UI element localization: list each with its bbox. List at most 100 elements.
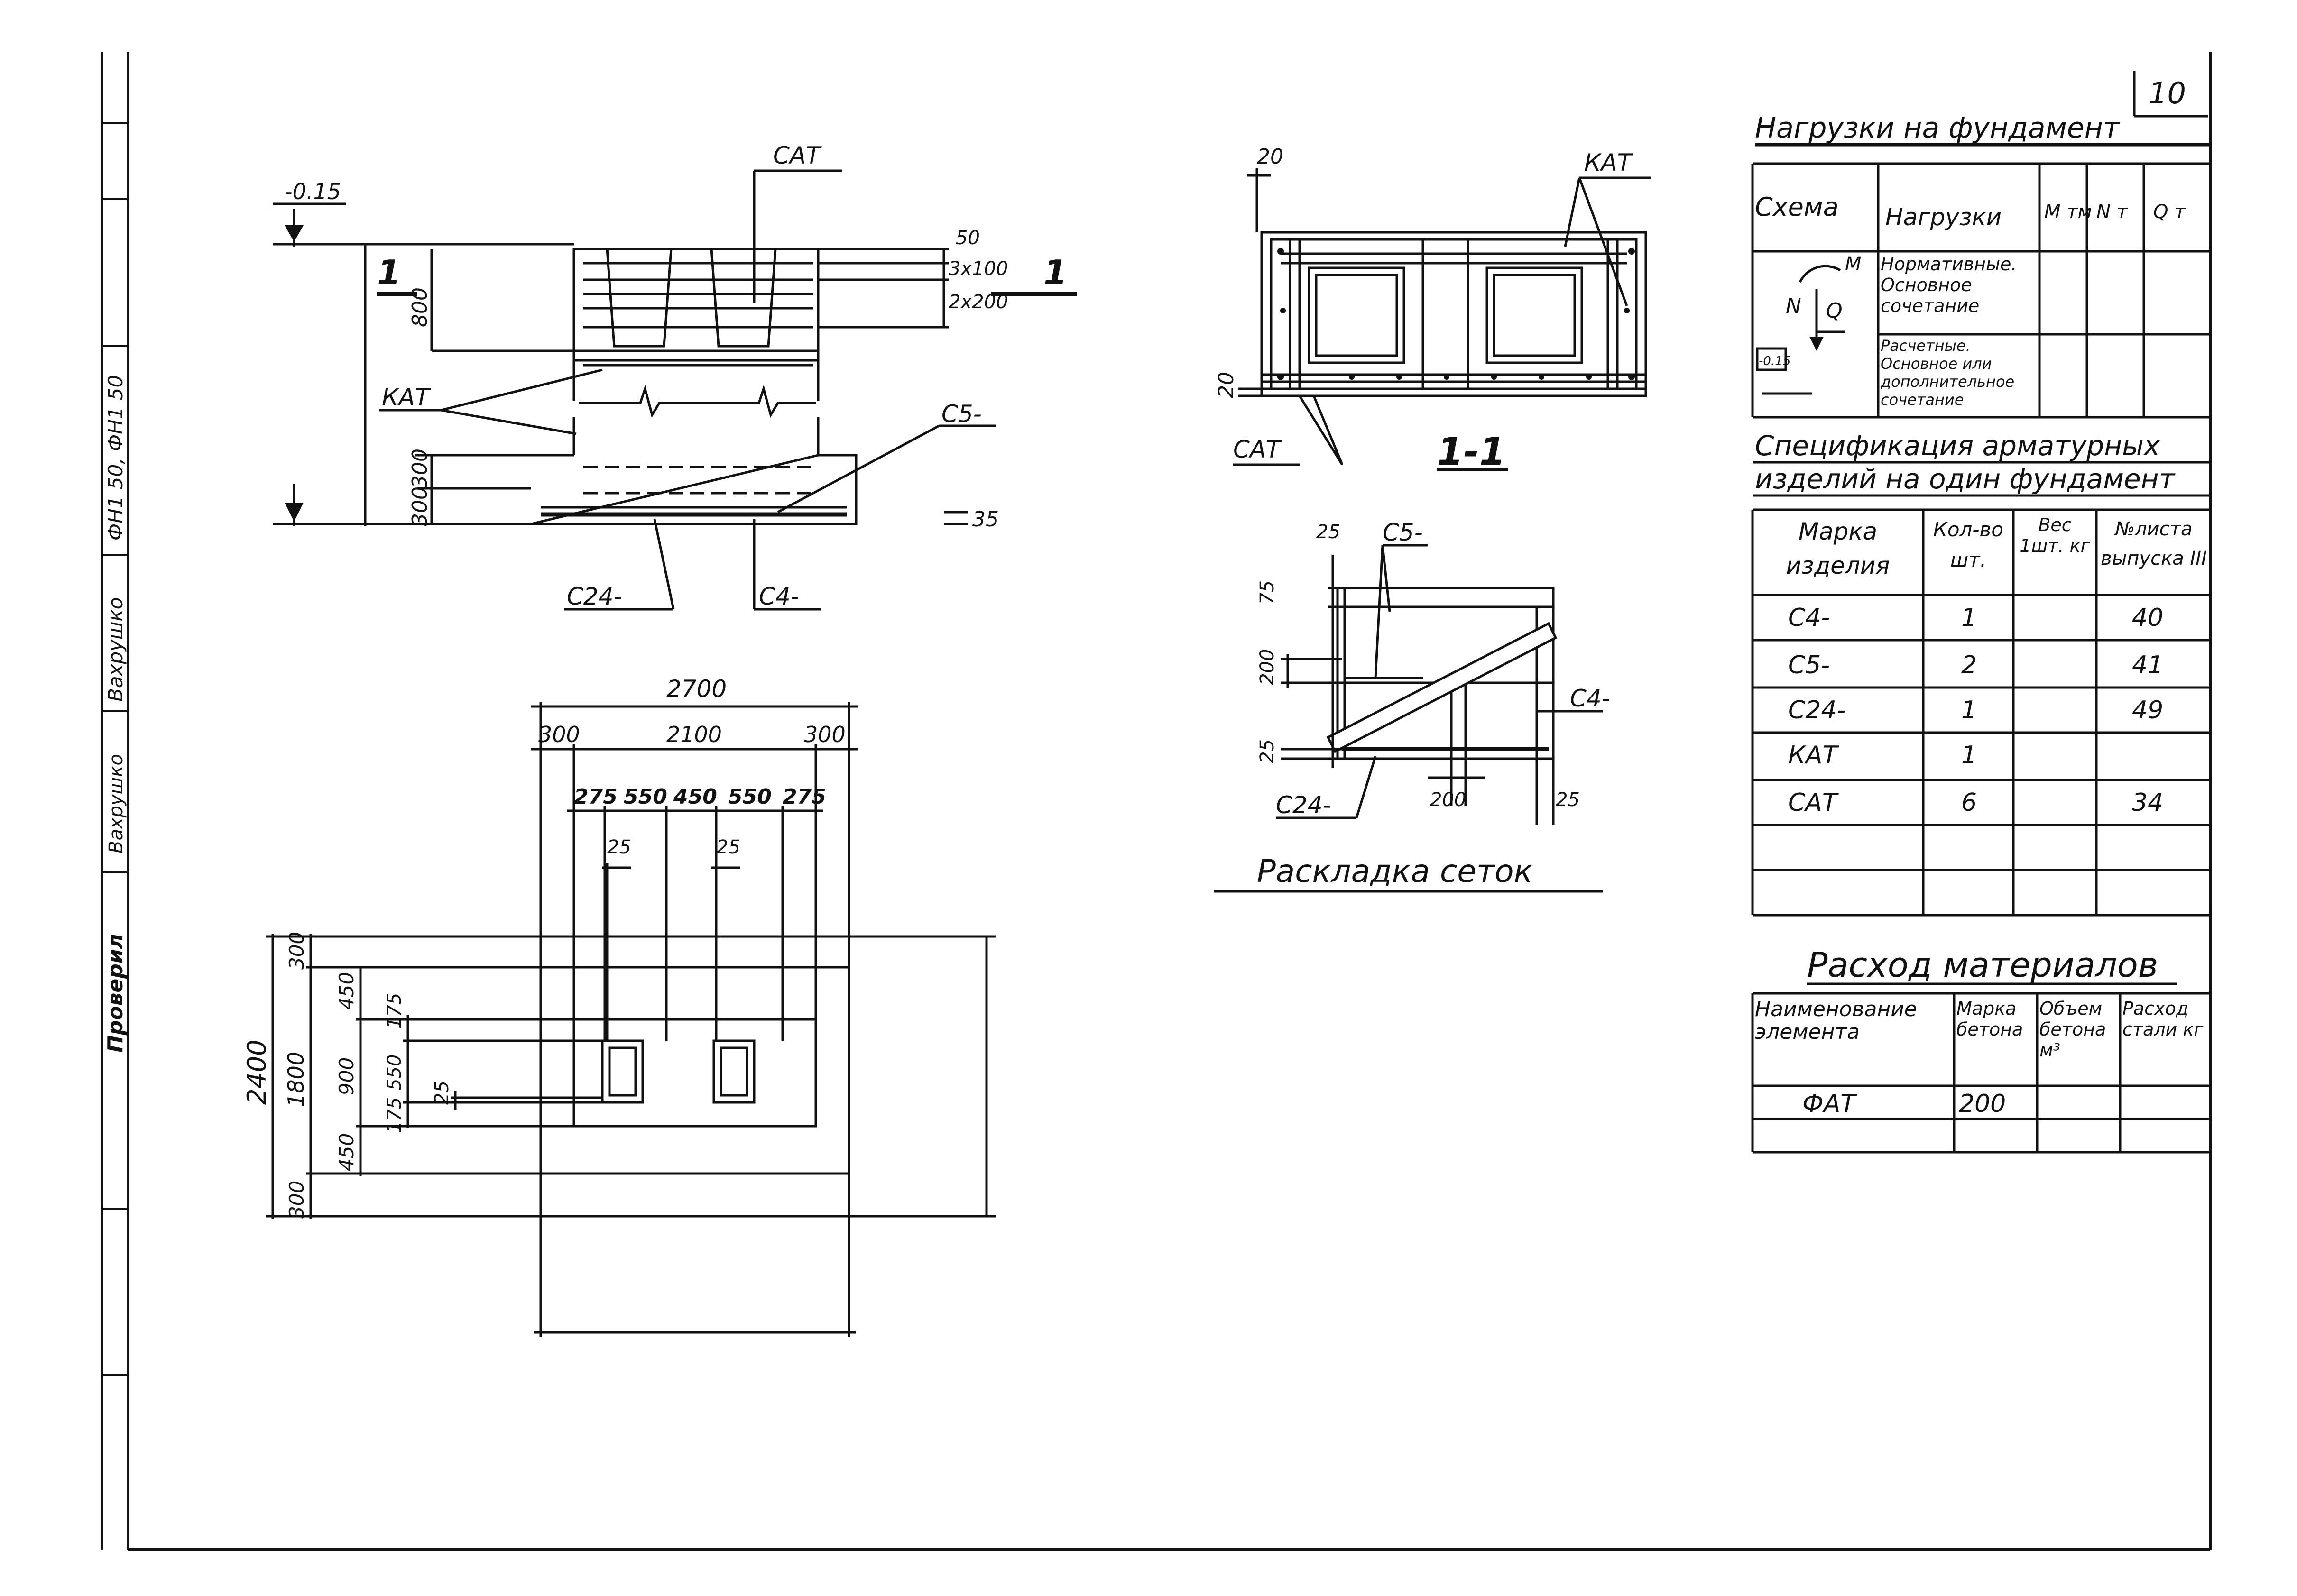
materials-row-name: ФАТ: [1802, 1090, 1857, 1118]
materials-row-grade: 200: [1959, 1090, 2006, 1118]
mesh-dim-200: 200: [1256, 649, 1278, 685]
loads-header-scheme: Схема: [1755, 192, 1839, 222]
spec-row-qty: 1: [1961, 696, 1977, 725]
dim-300-b: 300: [408, 486, 432, 526]
dim-3x100: 3x100: [949, 258, 1008, 280]
label-c4: С4-: [759, 583, 799, 610]
materials-header-steel: Расход стали кг: [2122, 998, 2204, 1040]
dim-800: 800: [408, 287, 432, 327]
dim-slot-a: 25: [607, 836, 631, 858]
spec-row-mark: С4-: [1788, 604, 1830, 632]
spec-header-mark: Марка изделия: [1786, 518, 1890, 579]
spec-table-text: Спецификация арматурных изделий на один …: [1755, 430, 2207, 817]
spec-row-qty: 1: [1961, 741, 1977, 770]
foundation-plan-text: 2700 300 2100 300 275 550 450 550 275 25…: [242, 675, 846, 1219]
spec-row-qty: 1: [1961, 604, 1977, 632]
spec-header-qty: Кол-во шт.: [1933, 518, 2003, 571]
mesh-dim-25-top: 25: [1316, 521, 1340, 543]
dim-overall-width: 2700: [666, 675, 727, 703]
spec-row-mark: С24-: [1788, 696, 1845, 725]
spec-header-sheet: №листа выпуска III: [2101, 518, 2207, 569]
loads-header-m: М тм: [2044, 201, 2092, 223]
spec-row-sheet: 49: [2132, 696, 2163, 725]
loads-row-design: Расчетные. Основное или дополнительное с…: [1881, 337, 2015, 409]
dim-overall-height: 2400: [242, 1040, 272, 1105]
foundation-plan: [266, 702, 996, 1337]
dim-detail-175-top: 175: [384, 993, 406, 1029]
mesh-layout-text: Раскладка сеток С5- С4- С24- 25 75 200 2…: [1256, 519, 1610, 890]
sheet-number-box: 10: [2133, 71, 2208, 118]
spec-table: [1751, 461, 2212, 917]
mesh-dim-25-right: 25: [1556, 789, 1580, 811]
scheme-q: Q: [1826, 299, 1843, 323]
spec-row-sheet: 34: [2132, 789, 2163, 817]
dim-inner-450-bottom: 450: [335, 1133, 358, 1171]
dim-slot-b: 25: [716, 836, 740, 858]
mesh-label-c4: С4-: [1570, 685, 1610, 712]
materials-title: Расход материалов: [1807, 945, 2158, 985]
scheme-n: N: [1786, 294, 1801, 318]
spec-row-qty: 2: [1961, 651, 1977, 679]
dim-50: 50: [956, 227, 980, 249]
dim-detail-175-bottom: 175: [384, 1097, 406, 1133]
section-1-1-dots: [1277, 248, 1635, 380]
dim-left-20: 20: [1214, 372, 1238, 398]
name-1: Вахрушко: [104, 597, 127, 702]
label-c24: С24-: [567, 583, 622, 610]
spec-row-mark: САТ: [1788, 789, 1839, 817]
label-sat: САТ: [773, 142, 822, 169]
dim-small-25: 25: [431, 1081, 453, 1105]
side-strip: Проверил Вахрушко Вахрушко ФН1 50, ФН1 5…: [102, 122, 128, 1053]
dim-height-300-top: 300: [285, 932, 308, 970]
checked-label: Проверил: [103, 934, 128, 1053]
dim-detail-550: 550: [384, 1055, 406, 1091]
mesh-dim-200-bottom: 200: [1430, 789, 1466, 811]
mesh-title: Раскладка сеток: [1257, 853, 1533, 890]
sheet-number: 10: [2149, 76, 2186, 110]
dim-2x200: 2x200: [949, 291, 1008, 313]
plan-view: [273, 169, 1077, 611]
level-top: -0.15: [285, 179, 341, 204]
loads-title: Нагрузки на фундамент: [1755, 111, 2121, 145]
document-code: ФН1 50, ФН1 50: [104, 375, 127, 541]
section-mark-left: 1: [377, 253, 401, 293]
materials-table-text: Расход материалов Наименование элемента …: [1755, 945, 2204, 1118]
spec-row-sheet: 41: [2132, 651, 2163, 679]
loads-header-n: N т: [2096, 201, 2129, 223]
dim-width-2100: 2100: [666, 722, 722, 747]
spec-title-2: изделий на один фундамент: [1755, 463, 2176, 495]
dim-inner-450-top: 450: [335, 972, 358, 1010]
dim-inner-550-a: 550: [624, 785, 667, 809]
dim-width-300-right: 300: [804, 722, 846, 747]
dim-height-300-bottom: 300: [285, 1181, 308, 1219]
scheme-m: М: [1845, 253, 1862, 275]
signature: Вахрушко: [105, 754, 127, 853]
spec-row-sheet: 40: [2132, 604, 2163, 632]
materials-header-name: Наименование элемента: [1755, 998, 1917, 1044]
label-c5: С5-: [941, 400, 982, 428]
dim-top-20: 20: [1257, 145, 1283, 169]
loads-header-q: Q т: [2153, 201, 2186, 223]
section-mark-right: 1: [1043, 253, 1067, 293]
mesh-label-c5: С5-: [1383, 519, 1423, 546]
materials-header-volume: Объем бетона м³: [2039, 998, 2106, 1061]
section-1-1: [1233, 168, 1651, 471]
loads-row-normative: Нормативные. Основное сочетание: [1881, 254, 2017, 316]
label-kat: КАТ: [382, 384, 431, 411]
loads-table: [1751, 143, 2210, 419]
mesh-dim-25-left: 25: [1256, 739, 1278, 763]
loads-table-text: Нагрузки на фундамент Схема Нагрузки М т…: [1755, 111, 2186, 409]
plan-view-text: -0.15 1 1 САТ КАТ С5- С24- С4- 800 300 3…: [285, 142, 1067, 610]
mesh-dim-75: 75: [1256, 580, 1278, 605]
dim-35: 35: [972, 507, 999, 532]
section-1-1-text: 1-1 20 20 КАТ САТ: [1214, 145, 1633, 474]
dim-inner-450: 450: [673, 785, 717, 809]
mesh-layout: [1214, 544, 1603, 893]
spec-row-mark: С5-: [1788, 651, 1830, 679]
label-kat-section: КАТ: [1584, 149, 1633, 176]
scheme-level: -0.15: [1759, 354, 1790, 368]
dim-inner-275-a: 275: [574, 785, 618, 809]
mesh-label-c24: С24-: [1276, 791, 1331, 819]
label-sat-section: САТ: [1233, 436, 1282, 463]
